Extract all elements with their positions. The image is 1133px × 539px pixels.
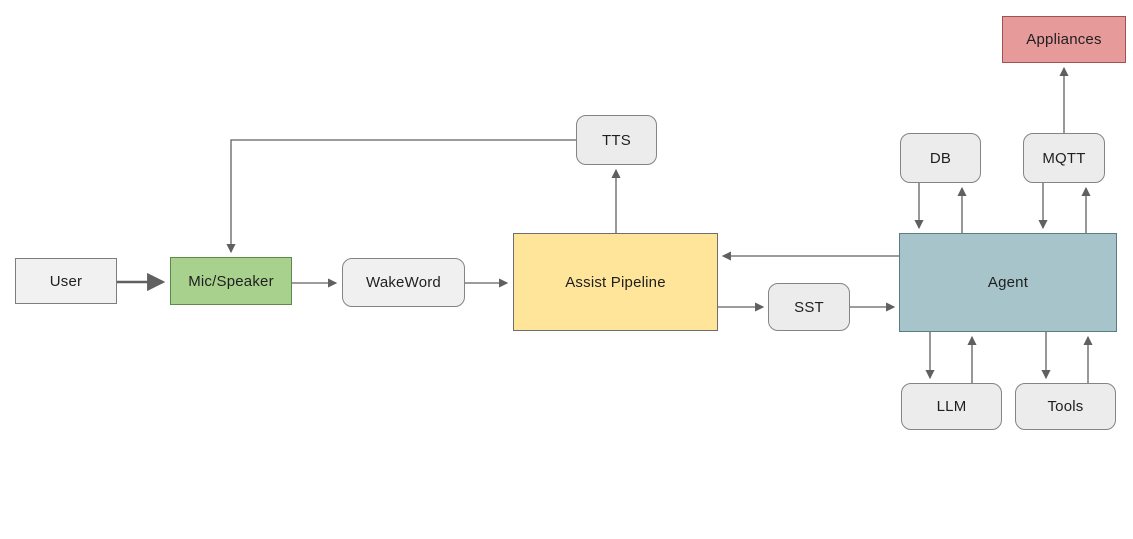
node-appliances[interactable]: Appliances (1002, 16, 1126, 63)
edge-tts-to-mic (226, 139, 576, 254)
node-tts[interactable]: TTS (576, 115, 657, 165)
node-db[interactable]: DB (900, 133, 981, 183)
node-user[interactable]: User (15, 258, 117, 304)
node-mic-speaker[interactable]: Mic/Speaker (170, 257, 292, 305)
node-tools[interactable]: Tools (1015, 383, 1116, 430)
node-sst[interactable]: SST (768, 283, 850, 331)
node-agent[interactable]: Agent (899, 233, 1117, 332)
node-mqtt[interactable]: MQTT (1023, 133, 1105, 183)
node-llm[interactable]: LLM (901, 383, 1002, 430)
node-assist-pipeline[interactable]: Assist Pipeline (513, 233, 718, 331)
node-wakeword[interactable]: WakeWord (342, 258, 465, 307)
